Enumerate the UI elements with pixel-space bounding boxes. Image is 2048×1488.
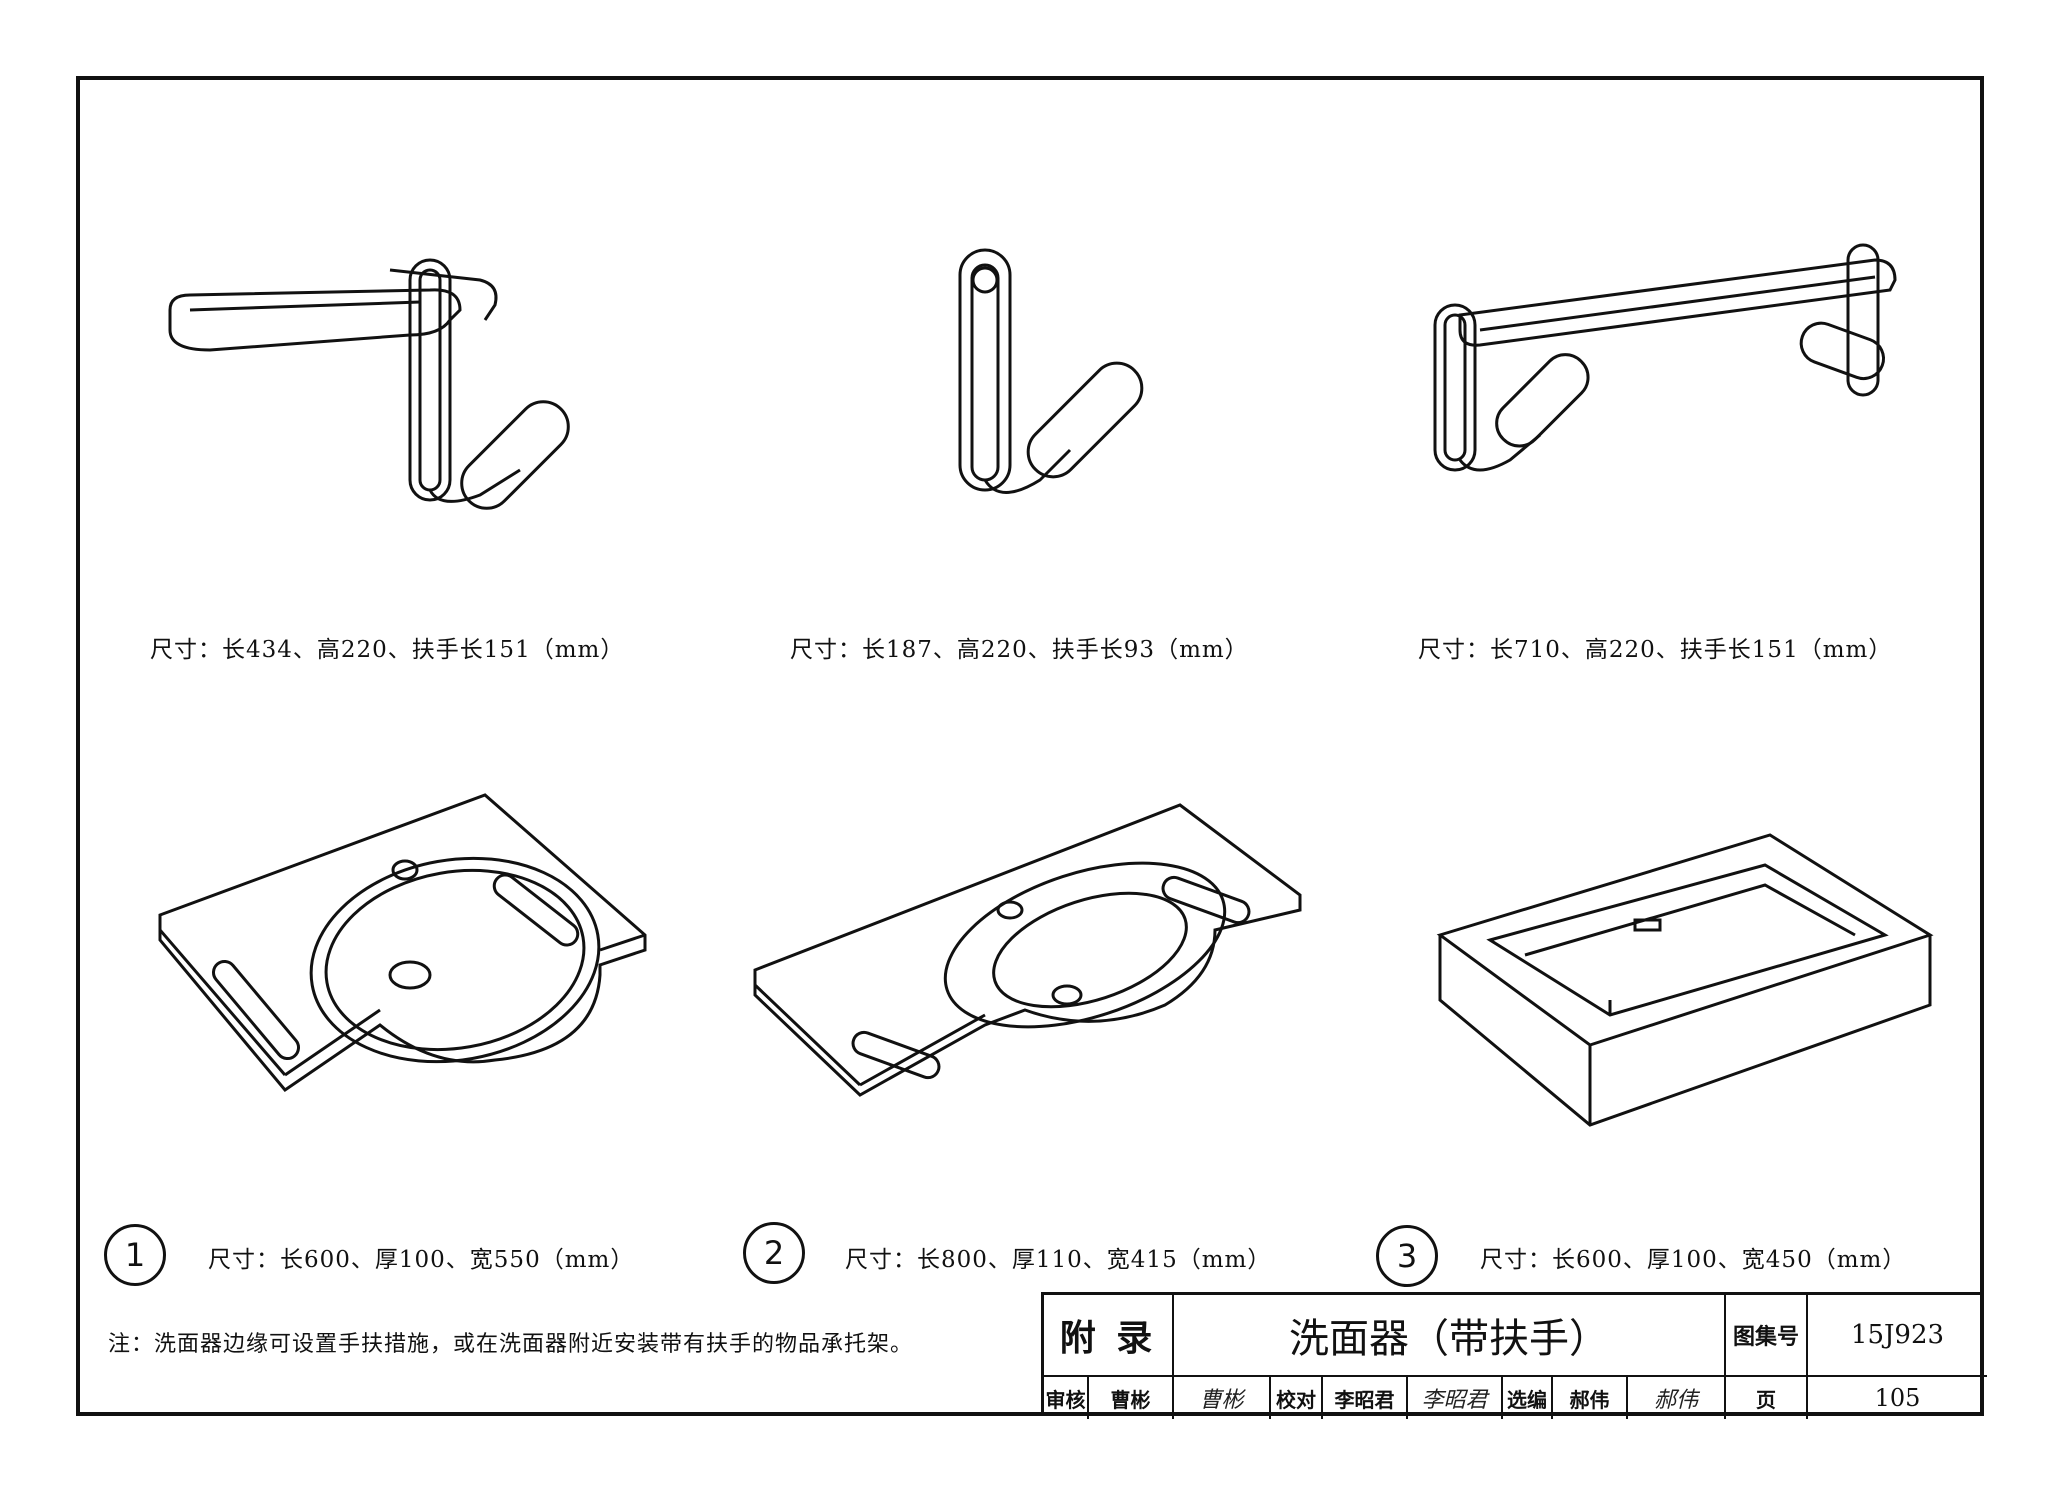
checker-name: 李昭君: [1323, 1377, 1408, 1419]
review-label: 审核: [1044, 1377, 1089, 1419]
caption-grab-bar-1: 尺寸：长434、高220、扶手长151（mm）: [150, 637, 625, 663]
grab-bar-drawing-1: [150, 240, 650, 520]
item-number-3: 3: [1376, 1225, 1438, 1287]
atlas-number-label: 图集号: [1726, 1295, 1808, 1377]
washbasin-drawing-2: [745, 795, 1305, 1115]
reviewer-signature: 曹彬: [1174, 1377, 1271, 1419]
item-number-1: 1: [104, 1224, 166, 1286]
washbasin-drawing-1: [155, 790, 655, 1120]
washbasin-drawing-3: [1430, 825, 1950, 1135]
section-label: 附 录: [1044, 1295, 1174, 1377]
edit-label: 选编: [1503, 1377, 1553, 1419]
editor-name: 郝伟: [1553, 1377, 1628, 1419]
title-block: 附 录 洗面器（带扶手） 图集号 15J923 审核 曹彬 曹彬 校对 李昭君 …: [1041, 1292, 1987, 1419]
caption-washbasin-2: 尺寸：长800、厚110、宽415（mm）: [845, 1247, 1272, 1273]
caption-washbasin-1: 尺寸：长600、厚100、宽550（mm）: [208, 1247, 635, 1273]
grab-bar-drawing-3: [1420, 235, 1940, 485]
caption-grab-bar-3: 尺寸：长710、高220、扶手长151（mm）: [1418, 637, 1893, 663]
page-label: 页: [1726, 1377, 1808, 1419]
page-number: 105: [1874, 1384, 1921, 1412]
reviewer-name: 曹彬: [1089, 1377, 1174, 1419]
grab-bar-drawing-2: [940, 240, 1200, 510]
note-text: 注：洗面器边缘可设置手扶措施，或在洗面器附近安装带有扶手的物品承托架。: [108, 1332, 914, 1357]
caption-grab-bar-2: 尺寸：长187、高220、扶手长93（mm）: [790, 637, 1249, 663]
editor-signature: 郝伟: [1628, 1377, 1726, 1419]
check-label: 校对: [1271, 1377, 1323, 1419]
atlas-number: 15J923: [1808, 1295, 1987, 1377]
caption-washbasin-3: 尺寸：长600、厚100、宽450（mm）: [1480, 1247, 1907, 1273]
drawing-title: 洗面器（带扶手）: [1174, 1295, 1726, 1377]
drawing-frame: [76, 76, 1984, 1416]
checker-signature: 李昭君: [1408, 1377, 1503, 1419]
item-number-2: 2: [743, 1222, 805, 1284]
